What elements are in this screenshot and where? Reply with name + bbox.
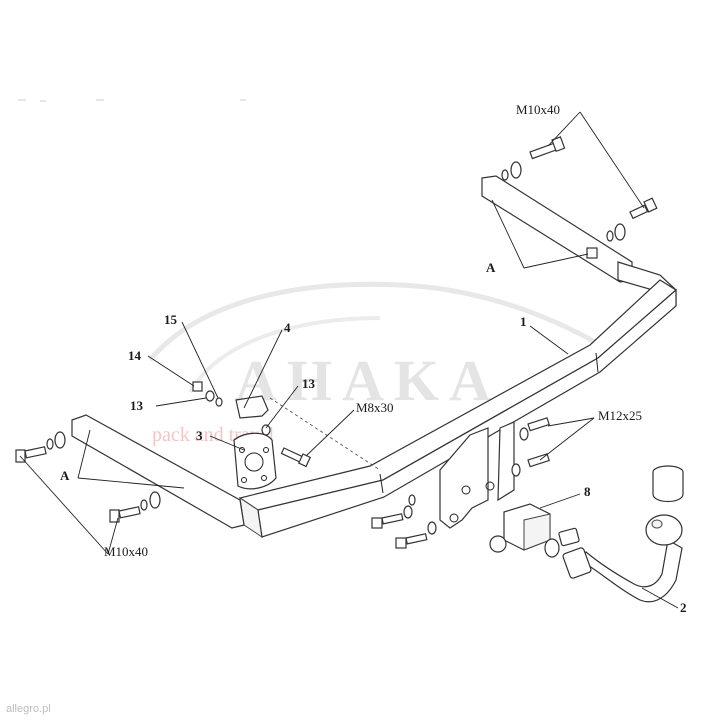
label-bolt-m10x40-top: M10x40 bbox=[516, 102, 560, 117]
crossbar-part-1 bbox=[71, 175, 678, 539]
label-point-a-right: A bbox=[486, 260, 496, 275]
label-part-14: 14 bbox=[128, 348, 142, 363]
label-part-15: 15 bbox=[164, 312, 178, 327]
label-part-8: 8 bbox=[584, 484, 591, 499]
label-part-2: 2 bbox=[680, 600, 687, 615]
label-part-4: 4 bbox=[284, 320, 291, 335]
label-bolt-m10x40-left: M10x40 bbox=[104, 544, 148, 559]
assembly-axis-line bbox=[269, 397, 381, 471]
label-part-13-left: 13 bbox=[130, 398, 144, 413]
drop-plate bbox=[439, 421, 515, 529]
label-point-a-left: A bbox=[60, 468, 70, 483]
footer-watermark: allegro.pl bbox=[6, 703, 51, 715]
label-bolt-m12x25: M12x25 bbox=[598, 408, 642, 423]
ball-neck-part-2 bbox=[562, 465, 684, 603]
socket-part-8 bbox=[489, 503, 580, 558]
scan-artifacts bbox=[18, 99, 246, 102]
leader-lines bbox=[19, 111, 679, 609]
label-bolt-m8x30: M8x30 bbox=[356, 400, 394, 415]
label-part-1: 1 bbox=[520, 314, 527, 329]
label-part-13-right: 13 bbox=[302, 376, 316, 391]
label-part-3: 3 bbox=[196, 428, 203, 443]
watermark-logo: AHAKA pack and travel bbox=[148, 281, 602, 446]
socket-bracket bbox=[233, 395, 277, 490]
watermark-brand: AHAKA bbox=[235, 348, 501, 413]
